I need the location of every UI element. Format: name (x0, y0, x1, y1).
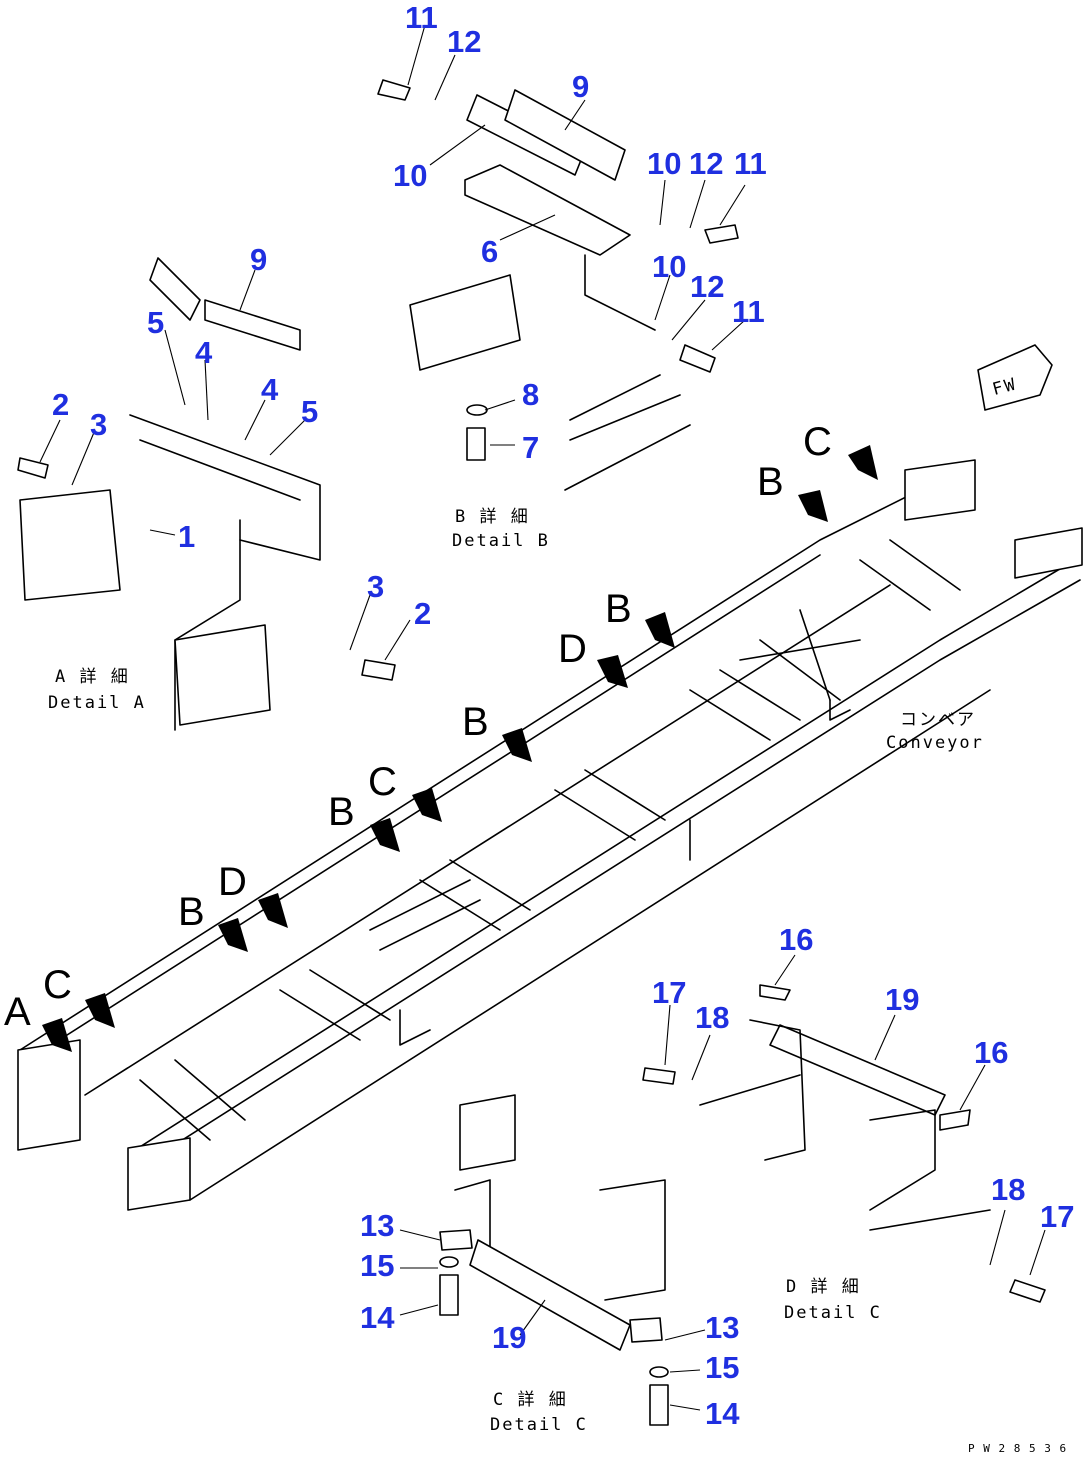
section-arrow (258, 893, 288, 928)
detail-c-assembly (439, 1094, 669, 1426)
part-number: 19 (885, 982, 919, 1017)
detail-d-caption-en: Detail C (784, 1303, 882, 1323)
section-letter: C (368, 760, 397, 804)
section-letter: D (218, 860, 247, 904)
part-number: 10 (652, 249, 686, 284)
detail-d-caption-jp: D 詳 細 (786, 1277, 861, 1297)
part-number: 9 (572, 69, 589, 104)
part-number: 13 (360, 1208, 394, 1243)
part-number: 5 (301, 394, 318, 429)
part-callouts: 11 12 9 10 10 12 11 6 10 12 11 8 7 9 5 4… (52, 0, 1074, 1431)
part-number: 11 (405, 0, 438, 35)
part-number: 2 (414, 596, 431, 631)
detail-a-caption-jp: A 詳 細 (55, 667, 130, 687)
part-number: 11 (734, 146, 767, 181)
part-number: 11 (732, 294, 765, 329)
part-number: 15 (705, 1350, 739, 1385)
section-letter: C (803, 420, 832, 464)
section-letters: C B B D B C B D B C A (4, 420, 832, 1034)
section-letter: A (4, 990, 31, 1034)
part-number: 4 (261, 372, 279, 407)
part-number: 18 (695, 1000, 729, 1035)
conveyor-caption-en: Conveyor (886, 733, 984, 753)
part-number: 3 (90, 407, 107, 442)
leader-lines (39, 24, 1046, 1411)
part-number: 10 (393, 158, 427, 193)
detail-b-caption-en: Detail B (452, 531, 550, 551)
part-number: 2 (52, 387, 69, 422)
section-arrow (502, 728, 532, 762)
part-number: 9 (250, 242, 267, 277)
detail-c-caption-jp: C 詳 細 (493, 1390, 568, 1410)
part-number: 16 (779, 922, 813, 957)
section-arrow (597, 655, 628, 688)
part-number: 6 (481, 234, 498, 269)
detail-a-caption-en: Detail A (48, 693, 146, 713)
part-number: 3 (367, 569, 384, 604)
section-letter: B (178, 890, 205, 934)
part-number: 7 (522, 430, 539, 465)
part-number: 12 (447, 24, 481, 59)
part-number: 14 (360, 1300, 395, 1335)
section-letter: B (605, 587, 632, 631)
part-number: 10 (647, 146, 681, 181)
detail-b-assembly (377, 79, 739, 491)
part-number: 16 (974, 1035, 1008, 1070)
part-number: 15 (360, 1248, 394, 1283)
part-number: 18 (991, 1172, 1025, 1207)
section-letter: C (43, 963, 72, 1007)
fw-label: FW (990, 374, 1019, 400)
part-number: 8 (522, 377, 539, 412)
section-arrow (42, 1018, 72, 1052)
section-arrows (42, 445, 878, 1052)
part-number: 5 (147, 305, 164, 340)
section-letter: B (757, 460, 784, 504)
part-number: 13 (705, 1310, 739, 1345)
part-number: 12 (690, 269, 724, 304)
conveyor-frame (17, 459, 1083, 1211)
section-arrow (848, 445, 878, 480)
part-number: 19 (492, 1320, 526, 1355)
conveyor-caption-jp: コンベア (900, 710, 976, 730)
part-number: 17 (1040, 1199, 1074, 1234)
forward-direction-tag: FW (977, 344, 1053, 411)
detail-d-assembly (642, 984, 1046, 1303)
detail-a-assembly (17, 257, 396, 731)
part-number: 1 (178, 519, 195, 554)
part-number: 14 (705, 1396, 740, 1431)
drawing-code: P W 2 8 5 3 6 (968, 1442, 1067, 1455)
section-arrow (370, 818, 400, 852)
detail-b-caption-jp: B 詳 細 (455, 507, 530, 527)
section-letter: B (328, 790, 355, 834)
detail-c-caption-en: Detail C (490, 1415, 588, 1435)
part-number: 4 (195, 335, 213, 370)
section-letter: B (462, 700, 489, 744)
detail-captions: B 詳 細 Detail B A 詳 細 Detail A コンベア Conve… (48, 507, 1067, 1455)
section-arrow (218, 918, 248, 952)
section-arrow (85, 993, 115, 1028)
section-arrow (412, 788, 442, 822)
section-arrow (798, 490, 828, 522)
section-letter: D (558, 627, 587, 671)
section-arrow (645, 612, 675, 648)
part-number: 17 (652, 975, 686, 1010)
part-number: 12 (689, 146, 723, 181)
